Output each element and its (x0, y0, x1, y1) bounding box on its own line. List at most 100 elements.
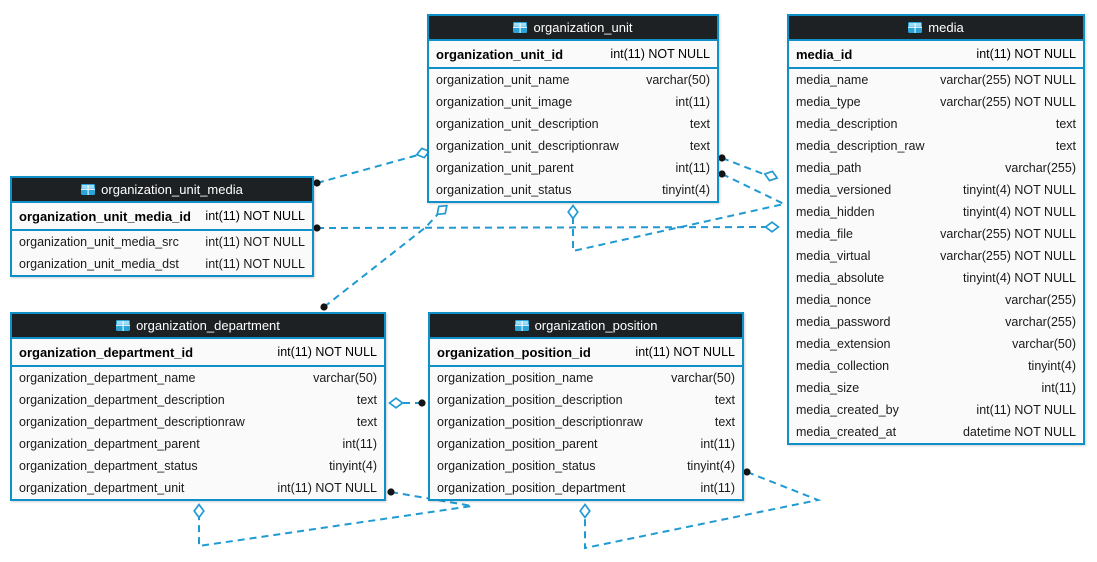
column-type: text (1055, 117, 1076, 131)
column-type: varchar(255) (1005, 293, 1076, 307)
relationship-organization_unit_media-to-media[interactable] (313, 221, 780, 233)
relationship-organization_position-to-organization_department[interactable] (388, 397, 426, 409)
column-name: organization_unit_name (436, 73, 570, 87)
column-name: organization_unit_descriptionraw (436, 139, 619, 153)
referenced-endpoint-diamond (415, 147, 431, 159)
column-row[interactable]: media_path varchar(255) (789, 157, 1083, 179)
pk-column-name: organization_department_id (19, 344, 194, 360)
column-type: varchar(50) (671, 371, 735, 385)
relationship-organization_unit_media-to-organization_unit[interactable] (313, 147, 431, 187)
pk-column-type: int(11) NOT NULL (205, 209, 305, 223)
column-type: int(11) (675, 161, 710, 175)
pk-column-name: organization_position_id (437, 344, 591, 360)
table-grid-icon (514, 320, 529, 331)
column-name: organization_department_unit (19, 481, 185, 495)
column-type: text (1055, 139, 1076, 153)
column-name: media_description_raw (796, 139, 925, 153)
fk-endpoint-dot (313, 224, 321, 232)
column-row[interactable]: media_description_raw text (789, 135, 1083, 157)
referenced-endpoint-diamond (436, 204, 448, 216)
referenced-endpoint-diamond (764, 221, 780, 233)
column-row[interactable]: organization_unit_description text (429, 113, 717, 135)
table-header-organization_unit[interactable]: organization_unit (429, 16, 717, 41)
pk-column-type: int(11) NOT NULL (635, 345, 735, 359)
relationship-organization_department-to-organization_unit[interactable] (320, 202, 450, 311)
column-name: media_name (796, 73, 869, 87)
table-header-organization_unit_media[interactable]: organization_unit_media (12, 178, 312, 203)
table-grid-icon (513, 22, 528, 33)
column-type: tinyint(4) (1028, 359, 1076, 373)
column-type: text (356, 415, 377, 429)
column-name: organization_unit_parent (436, 161, 574, 175)
column-type: varchar(255) NOT NULL (940, 73, 1076, 87)
column-row[interactable]: organization_unit_parent int(11) (429, 157, 717, 179)
column-type: varchar(255) (1005, 315, 1076, 329)
relationship-organization_unit-to-media[interactable] (718, 154, 779, 182)
column-type: varchar(255) (1005, 161, 1076, 175)
table-header-organization_department[interactable]: organization_department (12, 314, 384, 339)
fk-endpoint-dot (313, 179, 321, 187)
column-name: media_path (796, 161, 862, 175)
column-row[interactable]: organization_position_name varchar(50) (430, 367, 742, 389)
column-type: text (689, 117, 710, 131)
column-type: text (714, 393, 735, 407)
referenced-endpoint-diamond (579, 503, 591, 519)
column-name: media_versioned (796, 183, 892, 197)
pk-column-type: int(11) NOT NULL (610, 47, 710, 61)
primary-key-row[interactable]: organization_position_id int(11) NOT NULL (430, 339, 742, 367)
column-name: organization_position_name (437, 371, 594, 385)
column-name: organization_unit_description (436, 117, 599, 131)
table-grid-icon (908, 22, 923, 33)
column-type: int(11) (700, 437, 735, 451)
pk-column-name: media_id (796, 46, 853, 62)
column-row[interactable]: media_name varchar(255) NOT NULL (789, 69, 1083, 91)
column-type: int(11) NOT NULL (205, 257, 305, 271)
column-type: int(11) (675, 95, 710, 109)
column-name: media_type (796, 95, 861, 109)
table-header-organization_position[interactable]: organization_position (430, 314, 742, 339)
relationship-organization_unit-to-organization_unit[interactable] (567, 170, 788, 253)
table-header-media[interactable]: media (789, 16, 1083, 41)
relationship-organization_position-to-organization_position[interactable] (579, 468, 822, 550)
